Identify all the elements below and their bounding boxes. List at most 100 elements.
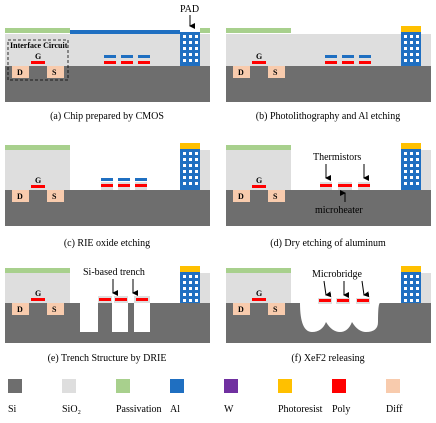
panel-d-source-label: S bbox=[273, 192, 278, 201]
panel-a-passivation bbox=[5, 28, 70, 33]
panel-f-source bbox=[268, 303, 285, 315]
pad-via bbox=[183, 53, 186, 56]
pad-via bbox=[404, 170, 407, 173]
panel-a-oxide-layer bbox=[5, 34, 210, 66]
pad-via bbox=[195, 299, 198, 302]
pad-via bbox=[195, 35, 198, 38]
pad-via bbox=[404, 35, 407, 38]
pad-via bbox=[416, 299, 419, 302]
pad-via bbox=[416, 164, 419, 167]
panel-c-al-bar bbox=[135, 178, 147, 181]
panel-e-poly-bar bbox=[136, 298, 148, 301]
panel-a-al-top bbox=[70, 30, 180, 34]
legend-label: W bbox=[224, 404, 234, 415]
pad-via bbox=[416, 53, 419, 56]
panel-c-photoresist bbox=[180, 143, 200, 149]
panel-f-gate-label: G bbox=[256, 289, 262, 298]
panel-a-passivation-right bbox=[200, 28, 210, 33]
panel-f-drain bbox=[233, 303, 250, 315]
panel-e-si-substrate bbox=[5, 303, 210, 343]
pad-via bbox=[410, 158, 413, 161]
panel-d-caption: (d) Dry etching of aluminum bbox=[270, 238, 386, 249]
panel-b-oxide-layer bbox=[226, 34, 431, 66]
panel-c: G D S (c) RIE oxide etching bbox=[5, 143, 210, 249]
panel-a: Interface Circuit G D S PAD (a) Chip pre… bbox=[5, 4, 210, 122]
panel-e-photoresist bbox=[180, 266, 200, 272]
pad-via bbox=[183, 176, 186, 179]
pad-via bbox=[195, 182, 198, 185]
panel-a-source-label: S bbox=[52, 68, 57, 77]
panel-c-gate-poly bbox=[31, 185, 45, 188]
pad-via bbox=[183, 47, 186, 50]
panel-a-source bbox=[47, 66, 64, 78]
panel-b-poly-bar bbox=[359, 61, 371, 64]
legend-swatch bbox=[62, 379, 76, 393]
panel-c-gate-label: G bbox=[35, 176, 41, 185]
legend-swatch bbox=[278, 379, 292, 393]
panel-d-si-substrate bbox=[226, 190, 431, 226]
panel-e-gate-poly bbox=[31, 298, 45, 301]
panel-e-drain-label: D bbox=[17, 305, 23, 314]
pad-via bbox=[189, 176, 192, 179]
panel-b-source-label: S bbox=[273, 68, 278, 77]
pad-via bbox=[189, 170, 192, 173]
pad-via bbox=[416, 281, 419, 284]
pad-via bbox=[189, 53, 192, 56]
pad-via bbox=[416, 287, 419, 290]
panel-e-gate-label: G bbox=[35, 289, 41, 298]
panel-e-trench-label: Si-based trench bbox=[83, 267, 145, 278]
legend-swatch bbox=[116, 379, 130, 393]
panel-f-microbridge-arrow bbox=[323, 280, 332, 298]
legend-swatch bbox=[170, 379, 184, 393]
panel-f-poly-bar bbox=[357, 299, 369, 302]
panel-b-drain bbox=[233, 66, 250, 78]
pad-via bbox=[410, 299, 413, 302]
pad-via bbox=[416, 293, 419, 296]
panel-d-source bbox=[268, 190, 285, 202]
panel-e-drain bbox=[12, 303, 29, 315]
panel-d-passivation bbox=[226, 145, 291, 150]
legend-swatch bbox=[8, 379, 22, 393]
panel-c-source-label: S bbox=[52, 192, 57, 201]
panel-a-al-bar bbox=[104, 55, 116, 58]
pad-via bbox=[189, 164, 192, 167]
panel-d-gate-label: G bbox=[256, 176, 262, 185]
panel-c-source bbox=[47, 190, 64, 202]
panel-f-caption: (f) XeF2 releasing bbox=[291, 353, 364, 364]
pad-via bbox=[404, 293, 407, 296]
pad-via bbox=[404, 59, 407, 62]
panel-d-poly-bar bbox=[320, 184, 332, 187]
pad-via bbox=[416, 170, 419, 173]
pad-via bbox=[410, 275, 413, 278]
pad-via bbox=[195, 164, 198, 167]
pad-via bbox=[410, 182, 413, 185]
panel-e-source-label: S bbox=[52, 305, 57, 314]
legend-label: Diff bbox=[386, 404, 403, 415]
pad-via bbox=[183, 182, 186, 185]
legend-label: SiO₂ bbox=[62, 404, 81, 415]
pad-via bbox=[195, 287, 198, 290]
pad-via bbox=[183, 41, 186, 44]
pad-via bbox=[404, 182, 407, 185]
pad-via bbox=[189, 182, 192, 185]
pad-via bbox=[195, 281, 198, 284]
panel-d-drain bbox=[233, 190, 250, 202]
panel-b-photoresist bbox=[401, 26, 421, 32]
panel-c-poly-bar bbox=[118, 184, 130, 187]
panel-f-drain-label: D bbox=[238, 305, 244, 314]
pad-via bbox=[404, 176, 407, 179]
panel-b-al-bar bbox=[359, 55, 371, 58]
pad-via bbox=[410, 59, 413, 62]
pad-via bbox=[404, 164, 407, 167]
panel-b-si-substrate bbox=[226, 66, 431, 102]
panel-c-caption: (c) RIE oxide etching bbox=[64, 238, 150, 249]
pad-via bbox=[416, 41, 419, 44]
legend-swatch bbox=[332, 379, 346, 393]
panel-f-photoresist bbox=[401, 266, 421, 272]
panel-d-photoresist bbox=[401, 143, 421, 149]
panel-a-al-bar bbox=[138, 55, 150, 58]
panel-b-al-bar bbox=[325, 55, 337, 58]
pad-via bbox=[183, 287, 186, 290]
pad-via bbox=[404, 152, 407, 155]
